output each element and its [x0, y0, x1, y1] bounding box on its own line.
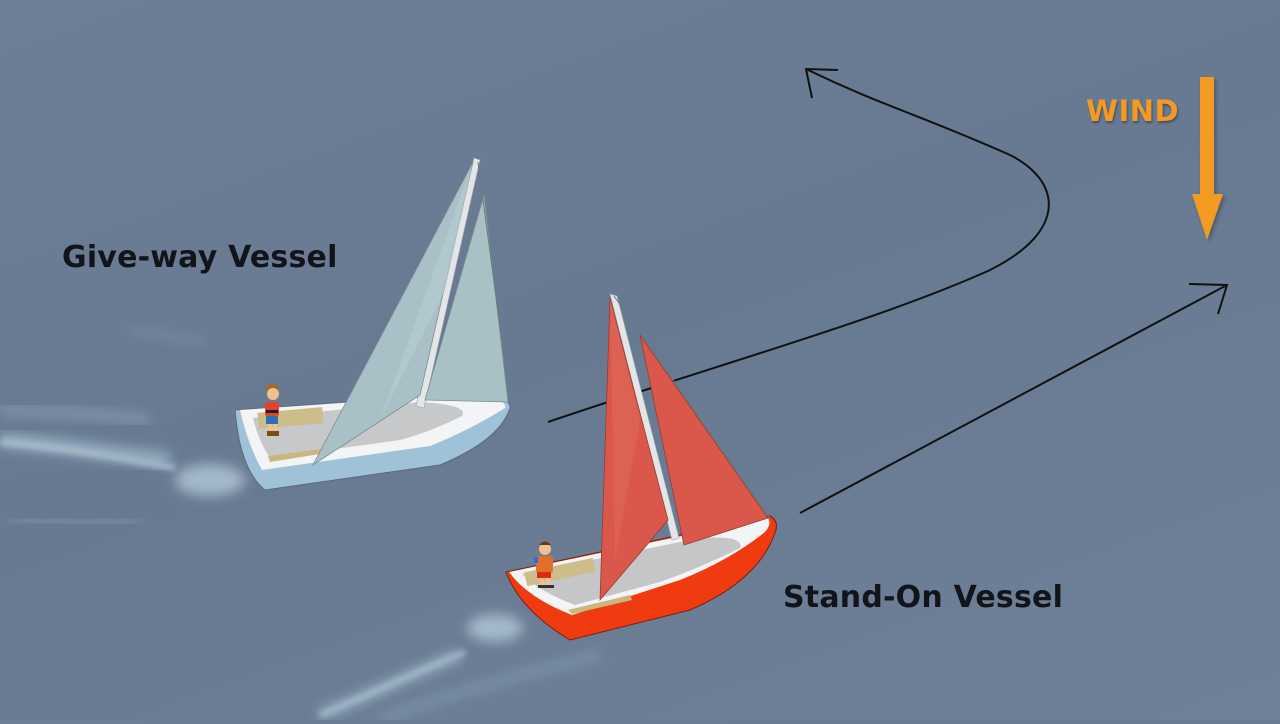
stand-on-course-arrow [799, 283, 1229, 514]
stand-on-sailor [534, 541, 554, 588]
wind-arrow-icon [1192, 77, 1223, 240]
give-way-vessel [234, 157, 511, 491]
stand-on-vessel-label: Stand-On Vessel [783, 580, 1064, 615]
give-way-wake [0, 327, 245, 526]
give-way-vessel-label: Give-way Vessel [62, 240, 338, 275]
stand-on-vessel [505, 293, 777, 641]
give-way-course-arrow [547, 67, 1050, 423]
wind-label: WIND [1086, 94, 1180, 128]
give-way-sailor [265, 382, 279, 436]
stand-on-wake [318, 614, 601, 723]
